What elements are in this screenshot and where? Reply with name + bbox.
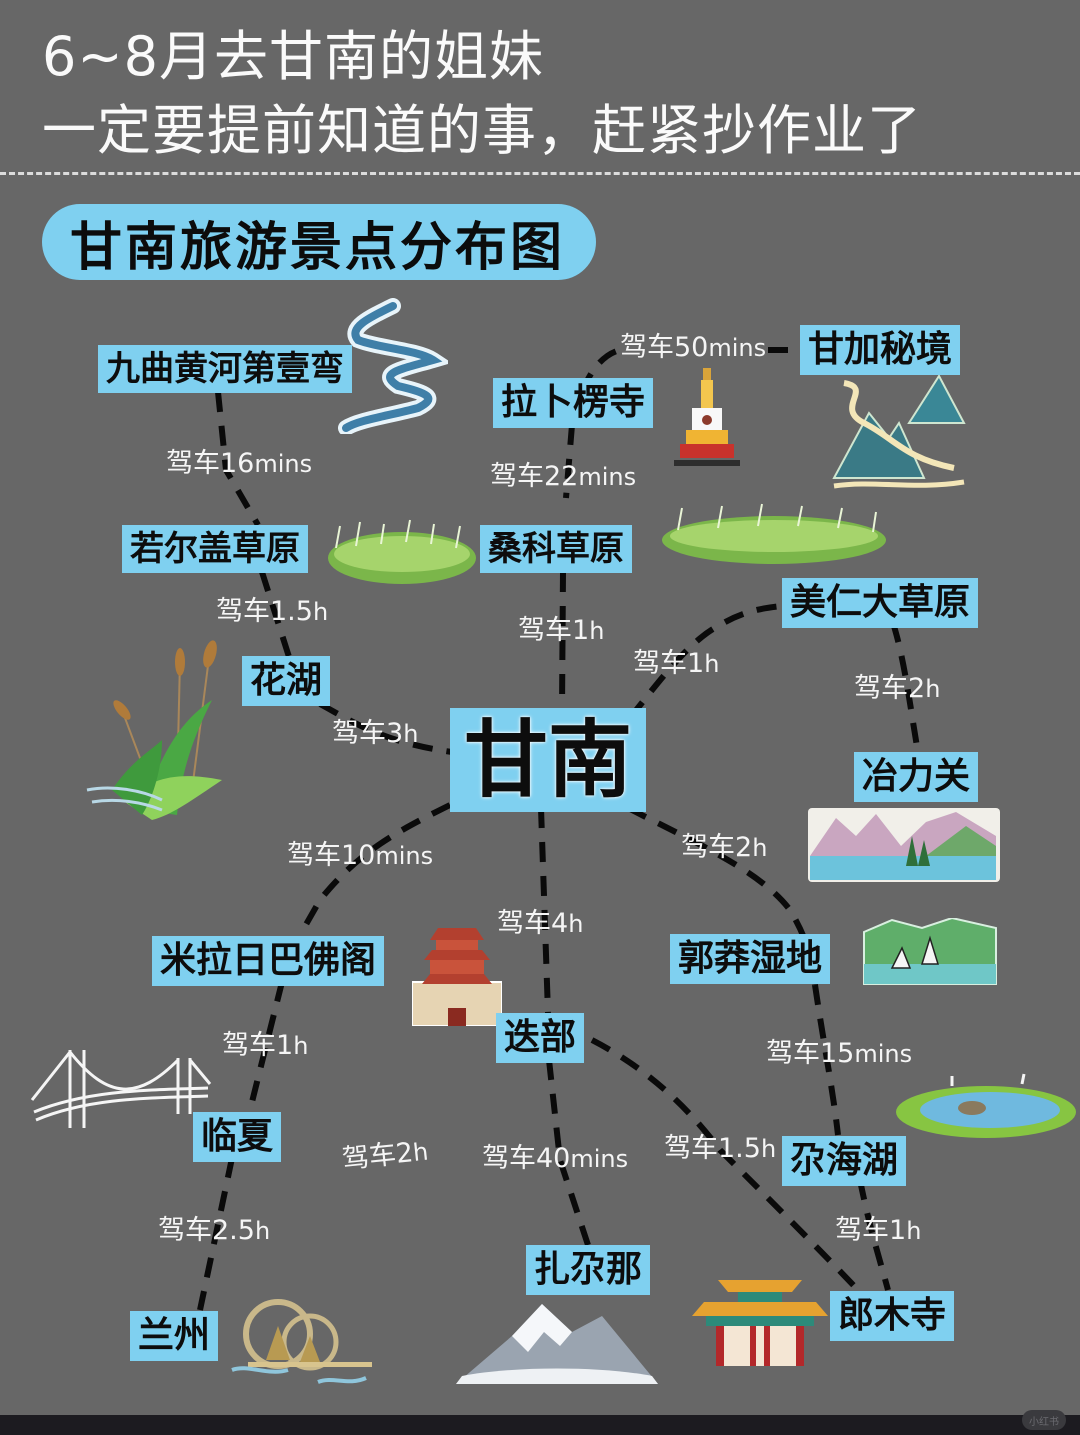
place-guomang-wetland[interactable]: 郭莽湿地 [670, 934, 831, 984]
place-sangke-grassland[interactable]: 桑科草原 [480, 525, 632, 573]
drive-time-huahu-gannan: 驾车3h [332, 718, 419, 749]
bridge-icon [30, 1050, 212, 1128]
place-linxia[interactable]: 临夏 [193, 1112, 282, 1162]
place-lanzhou[interactable]: 兰州 [130, 1311, 219, 1361]
place-ganjia[interactable]: 甘加秘境 [800, 325, 961, 375]
drive-time-gannan-milarepa: 驾车10mins [287, 840, 434, 871]
place-ruoergai-grassland[interactable]: 若尔盖草原 [122, 525, 308, 573]
pagoda-icon [412, 928, 502, 1026]
cattail-icon [86, 640, 222, 820]
drive-time-gannan-guomang: 驾车2h [681, 832, 768, 863]
place-yeliguan[interactable]: 冶力关 [854, 752, 979, 802]
yellow-river-bend-icon [338, 298, 448, 434]
drive-time-guomang-gahai: 驾车15mins [766, 1038, 913, 1069]
drive-time-gannan-meiren: 驾车1h [633, 648, 720, 679]
drive-time-gannan-diebu: 驾车4h [497, 908, 584, 939]
place-milarepa-pavilion[interactable]: 米拉日巴佛阁 [152, 936, 385, 986]
stupa-icon [674, 368, 740, 466]
bottom-bar [0, 1415, 1080, 1435]
drive-time-gahai-langmu: 驾车1h [835, 1215, 922, 1246]
drive-time-jiuqu-ruoergai: 驾车16mins [166, 448, 313, 479]
drive-time-linxia-lanzhou: 驾车2.5h [158, 1215, 271, 1246]
place-gahai-lake[interactable]: 尕海湖 [782, 1136, 907, 1186]
temple-gate-icon [692, 1280, 828, 1366]
waterwheel-icon [231, 1299, 372, 1384]
drive-time-diebu-langmu: 驾车1.5h [664, 1133, 777, 1164]
mountains-icon [832, 374, 966, 489]
grassland-icon [662, 503, 886, 564]
lake-mountains-icon [808, 808, 1000, 882]
drive-time-gannan-sangke: 驾车1h [518, 615, 605, 646]
drive-time-meiren-yeliguan: 驾车2h [854, 673, 941, 704]
grassland-icon [328, 519, 476, 584]
pond-icon [896, 1073, 1076, 1138]
headline-line-2: 一定要提前知道的事，赶紧抄作业了 [42, 99, 922, 162]
place-diebu[interactable]: 迭部 [496, 1013, 585, 1063]
place-labuleng-temple[interactable]: 拉卜楞寺 [493, 378, 654, 428]
headline-line-1: 6~8月去甘南的姐妹 [42, 25, 544, 88]
watermark-badge: 小红书 [1022, 1410, 1066, 1430]
drive-time-ruoergai-huahu: 驾车1.5h [216, 596, 329, 627]
place-jiuqu-yellow-river[interactable]: 九曲黄河第壹弯 [98, 345, 352, 393]
place-langmu-temple[interactable]: 郎木寺 [830, 1291, 955, 1341]
wetland-cranes-icon [863, 918, 997, 985]
place-huahu-lake[interactable]: 花湖 [242, 656, 331, 706]
drive-time-diebu-zhagana: 驾车40mins [482, 1143, 629, 1174]
place-meiren-grassland[interactable]: 美仁大草原 [782, 578, 979, 628]
drive-time-labuleng-ganjia: 驾车50mins [620, 332, 767, 363]
drive-time-sangke-labuleng: 驾车22mins [490, 461, 637, 492]
map-title-pill: 甘南旅游景点分布图 [42, 204, 596, 280]
drive-time-milarepa-linxia: 驾车1h [222, 1030, 309, 1061]
place-zhagana[interactable]: 扎尕那 [526, 1245, 651, 1295]
snow-mountain-icon [456, 1304, 658, 1384]
hub-gannan[interactable]: 甘南 [450, 708, 647, 812]
dashed-divider [0, 172, 1080, 175]
